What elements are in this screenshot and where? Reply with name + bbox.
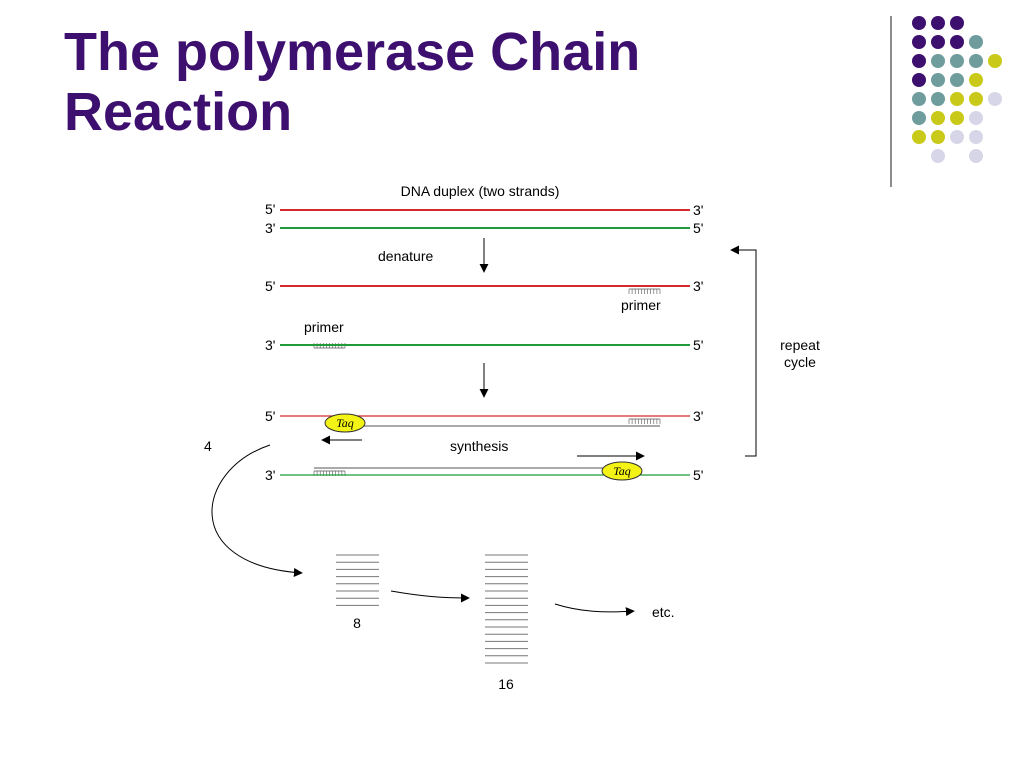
single-bottom-3-end: 3' bbox=[265, 337, 275, 353]
single-top-5-end: 5' bbox=[265, 278, 275, 294]
copy-count-16: 16 bbox=[498, 676, 514, 692]
repeat-cycle-bracket bbox=[730, 245, 757, 457]
etc-label: etc. bbox=[652, 604, 675, 620]
synthesis-bottom-3-end: 3' bbox=[265, 467, 275, 483]
copy-count-4: 4 bbox=[204, 438, 212, 454]
amplification-arrow-etc bbox=[554, 603, 635, 617]
duplex-top-5-end: 5' bbox=[265, 201, 275, 217]
primer-synth-top bbox=[628, 418, 661, 424]
single-bottom-5-end: 5' bbox=[693, 337, 703, 353]
duplex-label: DNA duplex (two strands) bbox=[401, 183, 560, 199]
duplex-top-3-end: 3' bbox=[693, 202, 703, 218]
taq-label-top: Taq bbox=[336, 416, 354, 430]
primer-top bbox=[628, 288, 661, 294]
taq-polymerase-top bbox=[324, 413, 366, 433]
stack-16-strands bbox=[485, 554, 528, 664]
single-top-3-end: 3' bbox=[693, 278, 703, 294]
synthesis-top-5-end: 5' bbox=[265, 408, 275, 424]
synthesis-bottom-5-end: 5' bbox=[693, 467, 703, 483]
slide-title-line-2: Reaction bbox=[64, 82, 293, 142]
synthesis-top-3-end: 3' bbox=[693, 408, 703, 424]
synthesis-label: synthesis bbox=[450, 438, 508, 454]
repeat-cycle-label-line-1: repeat bbox=[780, 337, 820, 353]
slide-title: The polymerase Chain Reaction bbox=[64, 22, 824, 142]
denature-label: denature bbox=[378, 248, 433, 264]
duplex-bottom-3-end: 3' bbox=[265, 220, 275, 236]
repeat-cycle-label-line-2: cycle bbox=[784, 354, 816, 370]
taq-polymerase-bottom bbox=[601, 461, 643, 481]
taq-label-bottom: Taq bbox=[613, 464, 631, 478]
slide-title-line-1: The polymerase Chain bbox=[64, 22, 641, 82]
amplification-arrow-8-to-16 bbox=[390, 590, 470, 603]
stack-8-strands bbox=[336, 554, 379, 606]
duplex-bottom-5-end: 5' bbox=[693, 220, 703, 236]
primer-top-label: primer bbox=[621, 297, 661, 313]
primer-bottom-label: primer bbox=[304, 319, 344, 335]
amplification-curve-arrow bbox=[211, 444, 303, 577]
copy-count-8: 8 bbox=[353, 615, 361, 631]
